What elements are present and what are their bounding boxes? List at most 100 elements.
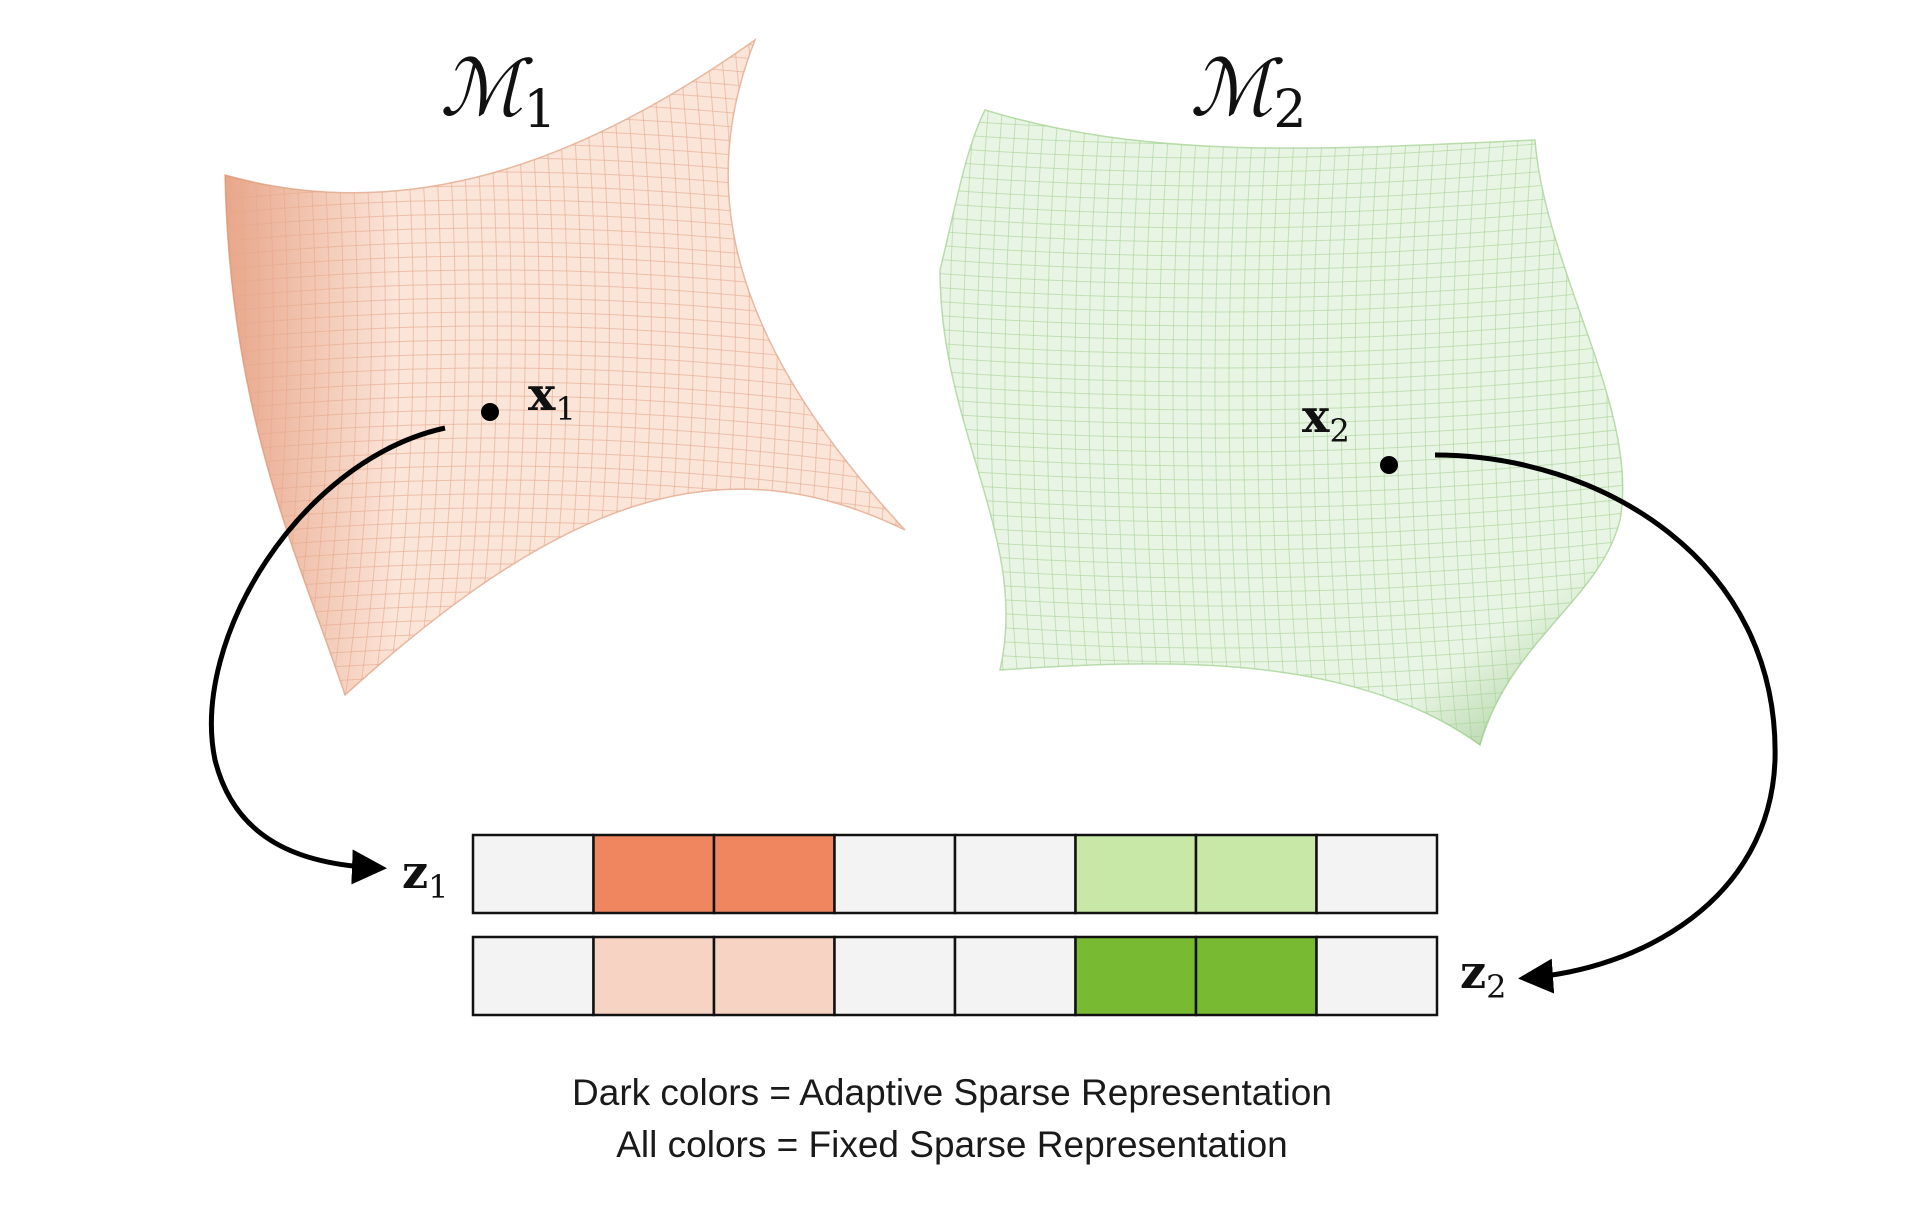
grid-line bbox=[225, 647, 905, 685]
grid-line bbox=[845, 40, 876, 695]
grid-line bbox=[873, 40, 904, 695]
arrow-x2-to-z2 bbox=[1434, 452, 1778, 994]
grid-line bbox=[940, 424, 1623, 453]
grid-line bbox=[188, 20, 217, 720]
vector-cell bbox=[1315, 833, 1439, 915]
grid-line bbox=[907, 90, 929, 770]
grid-line bbox=[940, 592, 1623, 621]
grid-line bbox=[803, 40, 834, 695]
grid-line bbox=[901, 40, 905, 695]
vector-cell bbox=[712, 833, 836, 915]
grid-line bbox=[225, 101, 905, 139]
grid-line bbox=[225, 40, 905, 41]
grid-line bbox=[225, 40, 246, 695]
vector-cell bbox=[592, 833, 716, 915]
manifold-1 bbox=[188, 20, 945, 740]
grid-line bbox=[940, 354, 1623, 383]
grid-line bbox=[225, 87, 905, 125]
grid-line bbox=[940, 284, 1623, 313]
vector-z1 bbox=[471, 833, 1439, 915]
grid-line bbox=[940, 704, 1623, 733]
grid-line bbox=[225, 605, 905, 643]
grid-line bbox=[1494, 110, 1518, 745]
grid-line bbox=[1382, 110, 1406, 745]
grid-line bbox=[940, 110, 944, 745]
grid-line bbox=[916, 20, 945, 720]
grid-line bbox=[225, 451, 905, 489]
grid-line bbox=[940, 298, 1623, 327]
grid-line bbox=[225, 675, 905, 695]
grid-line bbox=[920, 747, 1660, 774]
grid-line bbox=[225, 689, 905, 695]
vector-cell bbox=[833, 935, 957, 1017]
vector-cell bbox=[712, 935, 836, 1017]
grid-line bbox=[1438, 110, 1462, 745]
grid-line bbox=[940, 690, 1623, 719]
manifold-1-title: ℳ1 bbox=[440, 44, 557, 140]
grid-line bbox=[940, 676, 1623, 705]
grid-line bbox=[940, 368, 1623, 397]
grid-line bbox=[940, 522, 1623, 551]
grid-line bbox=[1424, 110, 1448, 745]
grid-line bbox=[1284, 110, 1308, 745]
grid-line bbox=[940, 578, 1623, 607]
vector-cell bbox=[471, 833, 595, 915]
grid-line bbox=[831, 40, 862, 695]
grid-line bbox=[225, 40, 232, 695]
grid-line bbox=[225, 59, 905, 97]
grid-line bbox=[200, 704, 930, 740]
grid-line bbox=[940, 606, 1623, 635]
vector-cell bbox=[1074, 935, 1198, 1017]
grid-line bbox=[1480, 110, 1504, 745]
grid-line bbox=[817, 40, 848, 695]
grid-line bbox=[225, 465, 905, 503]
grid-line bbox=[887, 40, 905, 695]
grid-line bbox=[1620, 110, 1623, 745]
grid-line bbox=[225, 633, 905, 671]
grid-line bbox=[940, 382, 1623, 411]
grid-line bbox=[940, 410, 1623, 439]
grid-line bbox=[940, 270, 1623, 299]
grid-line bbox=[225, 437, 905, 475]
manifold-2 bbox=[907, 90, 1660, 774]
vector-cell bbox=[1194, 833, 1318, 915]
grid-line bbox=[940, 536, 1623, 565]
caption-line-1: Dark colors = Adaptive Sparse Representa… bbox=[572, 1072, 1332, 1113]
vector-cell bbox=[1074, 833, 1198, 915]
grid-line bbox=[1396, 110, 1420, 745]
grid-line bbox=[940, 438, 1623, 467]
grid-line bbox=[1354, 110, 1378, 745]
grid-line bbox=[940, 340, 1623, 369]
vector-cell bbox=[953, 833, 1077, 915]
grid-line bbox=[940, 242, 1623, 271]
grid-line bbox=[940, 732, 1623, 745]
grid-line bbox=[789, 40, 820, 695]
vector-z2-label: z2 bbox=[1460, 945, 1506, 1006]
point-x2 bbox=[1380, 456, 1398, 474]
grid-line bbox=[940, 564, 1623, 593]
grid-line bbox=[225, 619, 905, 657]
grid-line bbox=[225, 423, 905, 461]
grid-line bbox=[225, 45, 905, 83]
grid-line bbox=[225, 661, 905, 695]
grid-line bbox=[225, 40, 905, 69]
grid-line bbox=[225, 73, 905, 111]
grid-line bbox=[940, 228, 1623, 257]
grid-line bbox=[1410, 110, 1434, 745]
grid-line bbox=[940, 110, 958, 745]
vector-cell bbox=[592, 935, 716, 1017]
grid-line bbox=[225, 40, 905, 55]
grid-line bbox=[940, 326, 1623, 355]
vector-cell bbox=[833, 833, 957, 915]
grid-line bbox=[940, 256, 1623, 285]
grid-line bbox=[1368, 110, 1392, 745]
caption-line-2: All colors = Fixed Sparse Representation bbox=[616, 1124, 1287, 1165]
grid-line bbox=[940, 396, 1623, 425]
grid-line bbox=[859, 40, 890, 695]
grid-line bbox=[1635, 90, 1657, 770]
grid-line bbox=[940, 718, 1623, 745]
grid-line bbox=[1312, 110, 1336, 745]
manifold-2-title: ℳ2 bbox=[1190, 44, 1307, 140]
vector-cell bbox=[1194, 935, 1318, 1017]
point-x1-label: x1 bbox=[528, 367, 576, 428]
